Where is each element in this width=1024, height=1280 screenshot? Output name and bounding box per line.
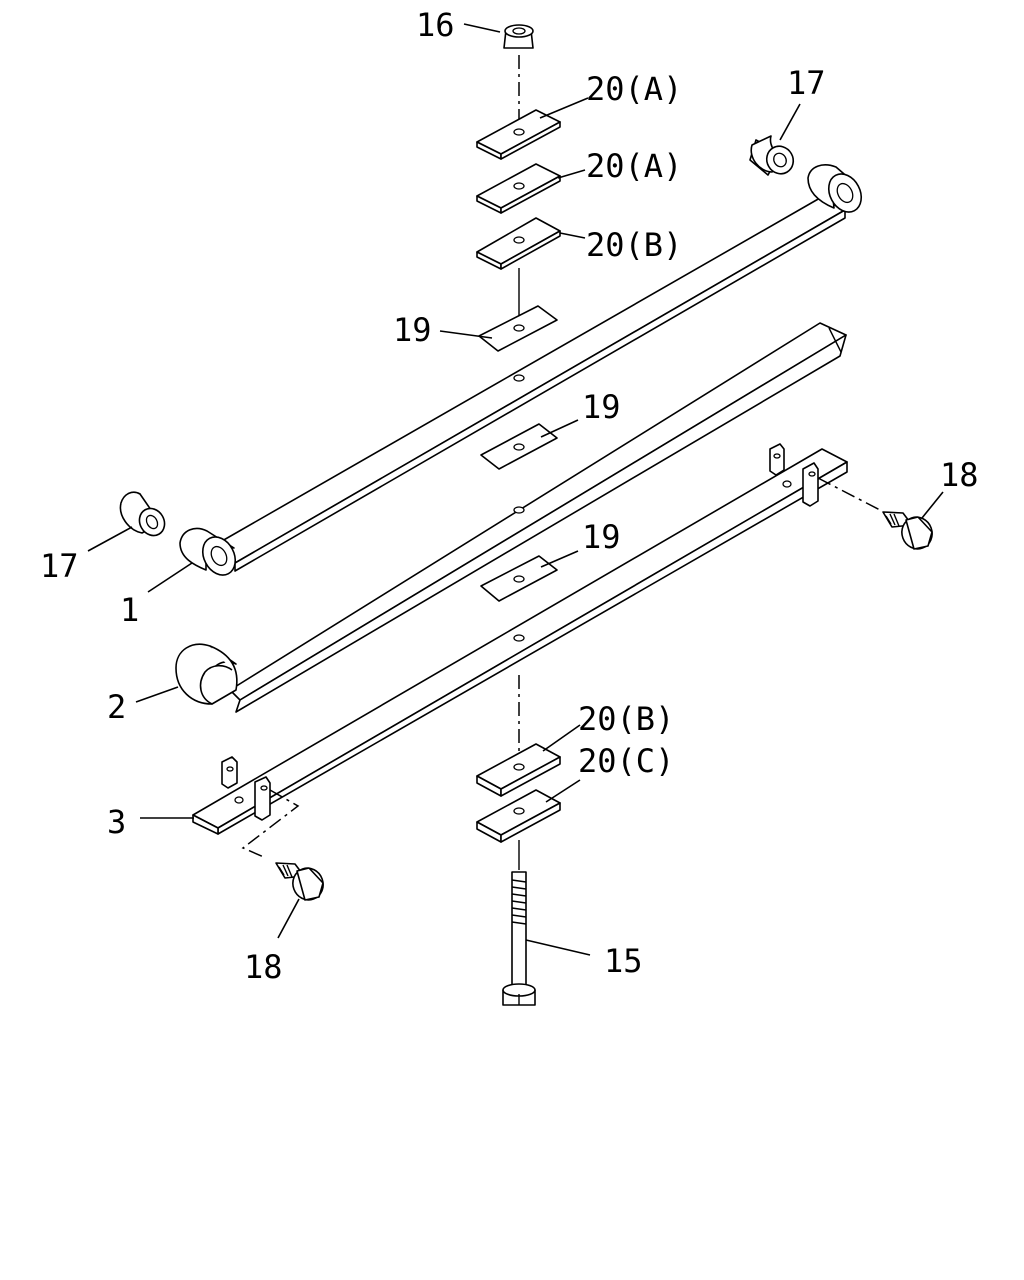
leader-20a-1 — [539, 97, 589, 119]
leader-16 — [463, 23, 501, 33]
callout-19-3: 19 — [582, 518, 621, 556]
bolt-path-front — [817, 477, 881, 511]
leader-18-right — [921, 491, 944, 519]
leaf-spring-part-3 — [192, 443, 848, 835]
bolt-path-rear — [241, 789, 300, 859]
callout-20b-2: 20(B) — [578, 700, 674, 738]
leader-19-1 — [439, 330, 493, 339]
callout-18-bottom: 18 — [244, 948, 283, 986]
leader-20a-2 — [557, 169, 586, 179]
callout-16: 16 — [416, 6, 455, 44]
bushing-part-17-left — [119, 491, 166, 537]
bolt-part-18-bottom — [275, 862, 324, 901]
callout-17-left: 17 — [40, 547, 79, 585]
nut-part-16 — [503, 24, 534, 49]
callout-15: 15 — [604, 942, 643, 980]
plate-part-20a-upper — [476, 109, 561, 160]
callout-20a-2: 20(A) — [586, 147, 682, 185]
callout-19-2: 19 — [582, 388, 621, 426]
leader-20b-1 — [559, 232, 586, 239]
callout-20c: 20(C) — [578, 742, 674, 780]
center-bolt-part-15 — [502, 871, 536, 1006]
callout-3: 3 — [107, 803, 126, 841]
callout-19-1: 19 — [393, 311, 432, 349]
leaf-spring-part-2 — [175, 322, 847, 713]
leader-15 — [525, 939, 591, 956]
leader-17-top — [779, 103, 801, 141]
pad-part-19-middle — [480, 423, 558, 470]
bolt-part-18-right — [882, 511, 933, 550]
callout-1: 1 — [120, 591, 139, 629]
callout-20a-1: 20(A) — [586, 70, 682, 108]
leader-17-left — [87, 526, 133, 552]
pad-part-19-lower — [480, 555, 558, 602]
leader-19-2 — [540, 419, 579, 438]
plate-part-20b-upper — [476, 217, 561, 270]
leader-1 — [147, 562, 193, 593]
plate-part-20c — [476, 789, 561, 843]
leaf-spring-part-1 — [179, 164, 863, 576]
callout-18-right: 18 — [940, 456, 979, 494]
leader-18-bottom — [277, 898, 300, 939]
callout-17-top: 17 — [787, 64, 826, 102]
callout-2: 2 — [107, 688, 126, 726]
plate-part-20a-lower — [476, 163, 561, 214]
leader-19-3 — [540, 550, 579, 568]
leader-20c — [545, 779, 581, 803]
bushing-part-17-top — [749, 135, 795, 176]
leader-20b-2 — [542, 724, 581, 752]
plate-part-20b-lower — [476, 743, 561, 797]
leader-2 — [135, 686, 179, 703]
pad-part-19-top — [478, 305, 558, 352]
callout-20b-1: 20(B) — [586, 226, 682, 264]
